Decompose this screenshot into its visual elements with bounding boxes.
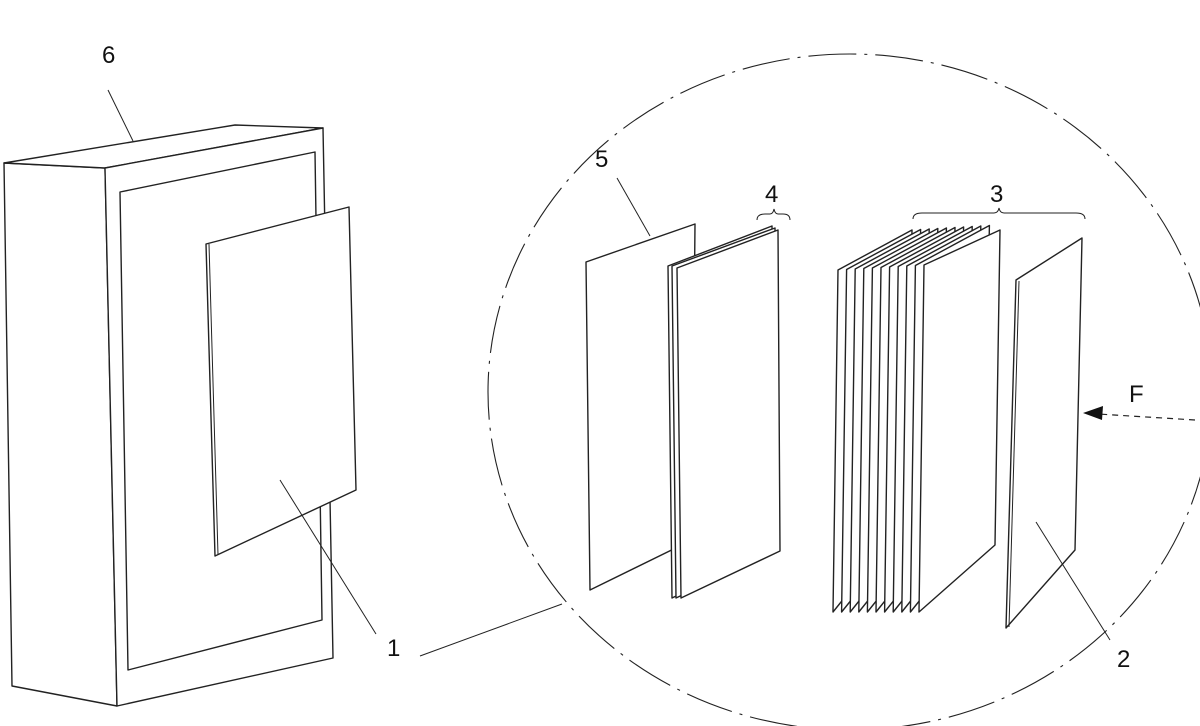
pre-filter-edge [1008, 280, 1020, 628]
leader-line-2 [1035, 521, 1111, 641]
flow-arrow-line [1097, 413, 1196, 421]
filter-insert-panel [205, 206, 357, 557]
label-5: 5 [595, 146, 609, 173]
label-2: 2 [1117, 646, 1131, 673]
brace-3 [912, 207, 1086, 220]
leader-line-5 [616, 177, 651, 237]
detail-circle [487, 53, 1200, 726]
pleated-sheet [918, 229, 1001, 613]
pre-filter-panel [1005, 237, 1083, 629]
flow-arrowhead [1083, 406, 1103, 420]
leader-line-1a [279, 479, 377, 635]
leader-line-6 [107, 89, 134, 142]
label-F: F [1129, 381, 1144, 408]
label-3: 3 [990, 181, 1004, 208]
pleated-stack [832, 224, 1001, 613]
label-1: 1 [387, 635, 401, 662]
layer-group [667, 225, 781, 599]
leader-line-1b [419, 603, 563, 657]
label-4: 4 [765, 181, 779, 208]
label-6: 6 [102, 42, 116, 69]
brace-4 [756, 208, 791, 221]
